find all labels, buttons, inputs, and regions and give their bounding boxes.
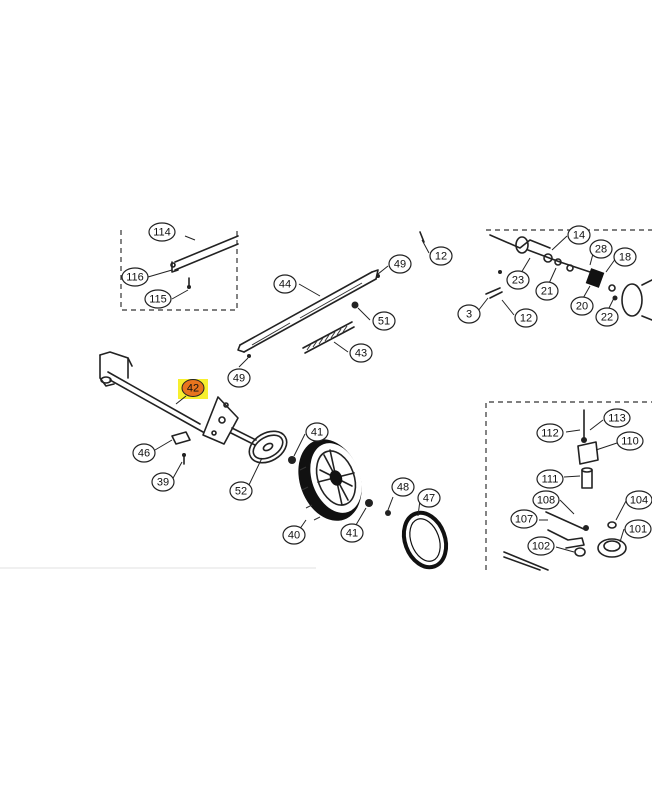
callout-102: 102 xyxy=(527,536,555,556)
callout-label: 44 xyxy=(279,279,291,291)
callout-label: 51 xyxy=(378,316,390,328)
callout-label: 114 xyxy=(153,227,171,239)
callout-label: 12 xyxy=(520,313,532,325)
callout-label: 3 xyxy=(466,309,472,321)
inset-detail-left xyxy=(120,230,239,311)
link-bar-44 xyxy=(237,269,380,358)
washer-48 xyxy=(385,510,391,516)
callout-107: 107 xyxy=(510,509,538,529)
callout-39: 39 xyxy=(151,472,175,492)
callout-47: 47 xyxy=(417,488,441,508)
callout-label: 22 xyxy=(601,312,613,324)
callout-104: 104 xyxy=(625,490,652,510)
callout-48: 48 xyxy=(391,477,415,497)
callout-18: 18 xyxy=(613,247,637,267)
callout-label: 39 xyxy=(157,477,169,489)
callout-46: 46 xyxy=(132,443,156,463)
callout-51: 51 xyxy=(372,311,396,331)
callout-label: 115 xyxy=(149,294,167,306)
callout-49: 49 xyxy=(227,368,251,388)
callout-44: 44 xyxy=(273,274,297,294)
callout-label: 42 xyxy=(187,383,199,395)
callout-label: 101 xyxy=(629,524,647,536)
callout-label: 41 xyxy=(346,528,358,540)
callout-41: 41 xyxy=(305,422,329,442)
inset-detail-right xyxy=(485,401,652,571)
callout-3: 3 xyxy=(457,304,481,324)
callout-112: 112 xyxy=(536,423,564,443)
callout-110: 110 xyxy=(616,431,644,451)
callout-12: 12 xyxy=(429,246,453,266)
callout-label: 111 xyxy=(542,474,559,486)
callout-label: 20 xyxy=(576,301,588,313)
callout-14: 14 xyxy=(567,225,591,245)
callout-41: 41 xyxy=(340,523,364,543)
callout-label: 14 xyxy=(573,230,585,242)
callout-label: 46 xyxy=(138,448,150,460)
callout-label: 18 xyxy=(619,252,631,264)
hub-disc-52 xyxy=(248,430,288,464)
callout-20: 20 xyxy=(570,296,594,316)
callout-43: 43 xyxy=(349,343,373,363)
axle-42 xyxy=(99,351,257,446)
callout-label: 52 xyxy=(235,486,247,498)
callout-label: 21 xyxy=(541,286,553,298)
callout-label: 102 xyxy=(532,541,550,553)
callout-49: 49 xyxy=(388,254,412,274)
bearing-41a xyxy=(288,456,296,464)
callout-label: 28 xyxy=(595,244,607,256)
callout-label: 12 xyxy=(435,251,447,263)
callout-label: 107 xyxy=(515,514,533,526)
callout-12: 12 xyxy=(514,308,538,328)
callout-40: 40 xyxy=(282,525,306,545)
callout-labels: 114 116 115 44 49 51 43 49 12 14 28 18 23 21 20 22 3 12 46… xyxy=(121,222,652,556)
callout-label: 40 xyxy=(288,530,300,542)
callout-label: 49 xyxy=(394,259,406,271)
tyre-ring-47 xyxy=(401,510,449,570)
callout-115: 115 xyxy=(144,289,172,309)
callout-label: 113 xyxy=(608,413,626,425)
callout-label: 110 xyxy=(621,436,639,448)
callout-113: 113 xyxy=(603,408,631,428)
callout-label: 43 xyxy=(355,348,367,360)
bearing-41b xyxy=(365,499,373,507)
callout-label: 41 xyxy=(311,427,323,439)
wheel-40 xyxy=(298,439,362,521)
callout-21: 21 xyxy=(535,281,559,301)
callout-label: 49 xyxy=(233,373,245,385)
callout-111: 111 xyxy=(536,469,564,489)
callout-116: 116 xyxy=(121,267,149,287)
callout-label: 48 xyxy=(397,482,409,494)
callout-label: 112 xyxy=(541,428,559,440)
callout-108: 108 xyxy=(532,490,560,510)
callout-label: 47 xyxy=(423,493,435,505)
callout-23: 23 xyxy=(506,270,530,290)
callout-label: 116 xyxy=(126,272,144,284)
callout-28: 28 xyxy=(589,239,613,259)
callout-101: 101 xyxy=(624,519,652,539)
callout-label: 104 xyxy=(630,495,648,507)
callout-52: 52 xyxy=(229,481,253,501)
drive-assembly-right xyxy=(419,229,652,321)
callout-42-highlighted: 42 xyxy=(175,379,205,405)
callout-114: 114 xyxy=(148,222,176,242)
callout-label: 108 xyxy=(537,495,555,507)
parts-46-39 xyxy=(171,431,191,465)
callout-22: 22 xyxy=(595,307,619,327)
spring-43 xyxy=(302,301,359,354)
callout-label: 23 xyxy=(512,275,524,287)
